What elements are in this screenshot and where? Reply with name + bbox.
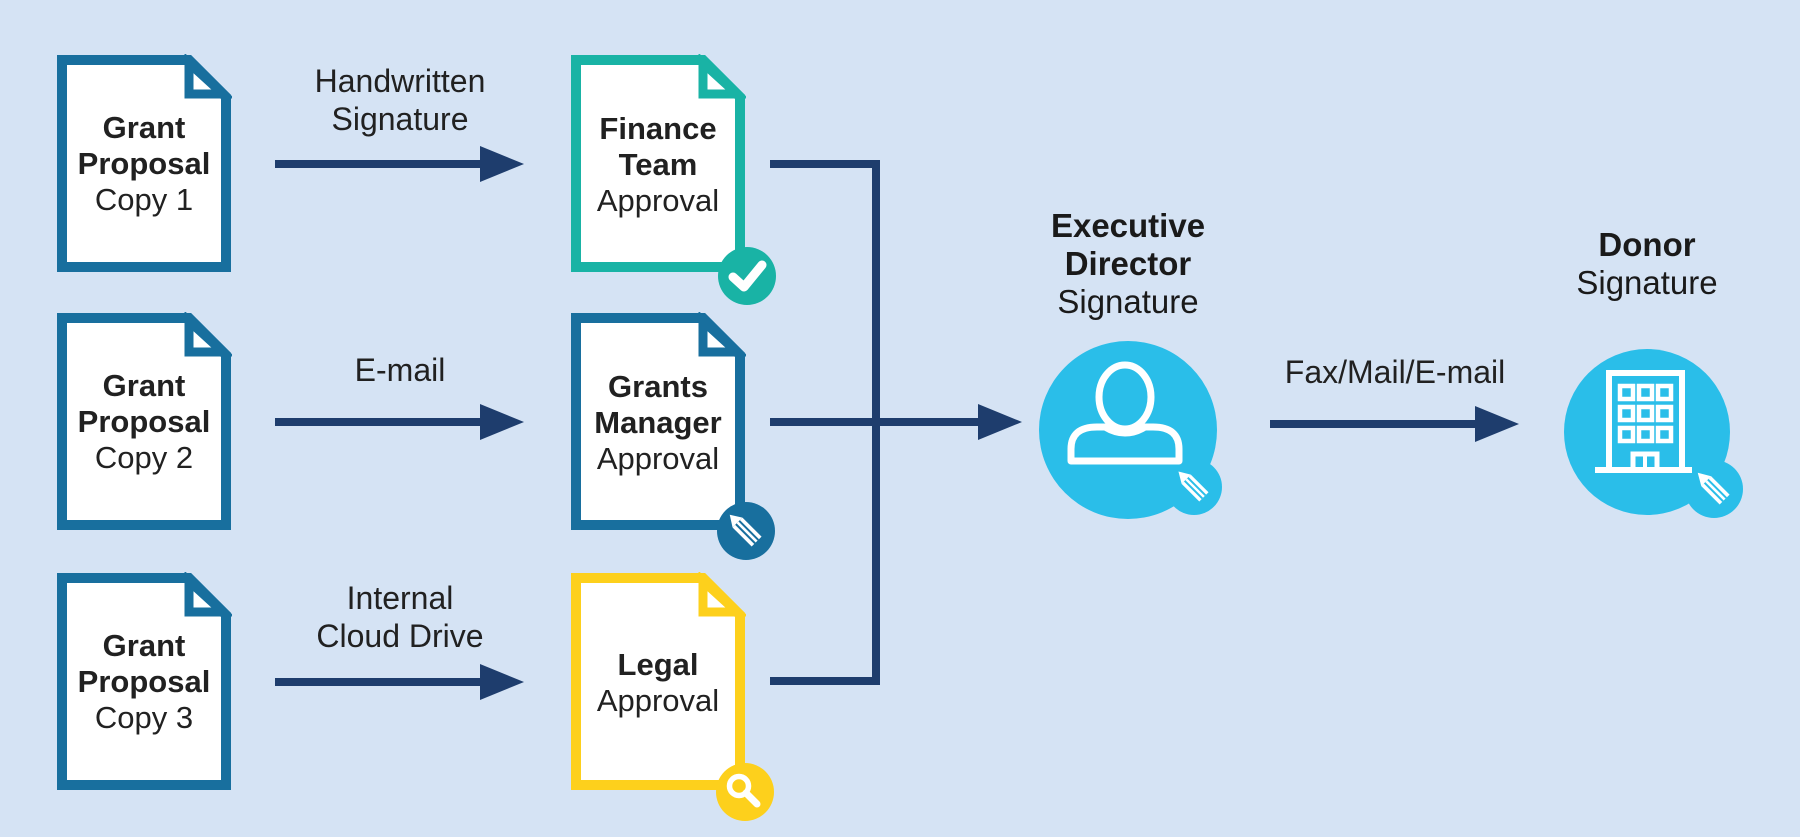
label-line: Cloud Drive	[316, 618, 484, 654]
doc-title-line: Grants	[608, 369, 708, 404]
grant-proposal-copy-2-doc: Grant Proposal Copy 2	[56, 312, 232, 531]
donor-label: Donor Signature	[1497, 226, 1797, 302]
finance-team-approval-doc: Finance Team Approval	[570, 54, 746, 273]
doc-title-line: Grant	[102, 368, 186, 403]
doc-title-line: Grant	[102, 110, 186, 145]
grant-proposal-copy-3-doc: Grant Proposal Copy 3	[56, 572, 232, 791]
document-icon	[571, 312, 746, 530]
document-icon	[57, 312, 232, 530]
document-icon	[571, 572, 746, 790]
review-badge	[716, 763, 774, 821]
transfer-label-fax-mail-email: Fax/Mail/E-mail	[1195, 353, 1595, 391]
doc-subtitle-line: Approval	[596, 683, 720, 718]
approved-badge	[718, 247, 776, 305]
doc-label: Legal Approval	[570, 647, 746, 719]
label-line: Internal	[346, 580, 454, 616]
doc-label: Grant Proposal Copy 1	[56, 110, 232, 218]
doc-title-line: Team	[618, 147, 698, 182]
doc-label: Grant Proposal Copy 2	[56, 368, 232, 476]
transfer-label-email: E-mail	[240, 351, 560, 389]
label-line: Signature	[1057, 283, 1199, 320]
doc-title-line: Finance	[599, 111, 717, 146]
arrowhead-icon	[480, 146, 524, 182]
building-icon	[1564, 349, 1743, 518]
label-line: E-mail	[354, 352, 446, 388]
label-line: Fax/Mail/E-mail	[1284, 354, 1506, 390]
doc-subtitle-line: Copy 3	[94, 700, 194, 735]
legal-approval-doc: Legal Approval	[570, 572, 746, 791]
label-line: Signature	[1576, 264, 1718, 301]
arrowhead-icon	[1475, 406, 1519, 442]
executive-director-label: Executive Director Signature	[978, 207, 1278, 321]
label-line: Handwritten	[314, 63, 486, 99]
doc-title-line: Proposal	[77, 404, 211, 439]
document-icon	[571, 54, 746, 272]
donor-avatar	[1564, 349, 1744, 519]
executive-director-avatar	[1039, 341, 1223, 520]
arrowhead-icon	[978, 404, 1022, 440]
pencil-icon	[1178, 471, 1209, 502]
transfer-label-internal-cloud-drive: Internal Cloud Drive	[240, 579, 560, 655]
doc-label: Finance Team Approval	[570, 111, 746, 219]
check-icon	[718, 247, 776, 305]
label-line: Executive	[1050, 207, 1206, 244]
doc-subtitle-line: Copy 2	[94, 440, 194, 475]
label-line: Donor	[1598, 226, 1696, 263]
magnifier-icon	[716, 763, 774, 821]
signed-badge	[717, 502, 775, 560]
doc-label: Grants Manager Approval	[570, 369, 746, 477]
document-icon	[57, 572, 232, 790]
transfer-label-handwritten-signature: Handwritten Signature	[240, 62, 560, 138]
doc-subtitle-line: Approval	[596, 183, 720, 218]
doc-title-line: Proposal	[77, 146, 211, 181]
pencil-icon	[1697, 472, 1730, 505]
label-line: Signature	[331, 101, 469, 137]
document-icon	[57, 54, 232, 272]
doc-label: Grant Proposal Copy 3	[56, 628, 232, 736]
grants-manager-approval-doc: Grants Manager Approval	[570, 312, 746, 531]
label-line: Director	[1064, 245, 1192, 282]
doc-subtitle-line: Approval	[596, 441, 720, 476]
doc-subtitle-line: Copy 1	[94, 182, 194, 217]
pencil-icon	[717, 502, 775, 560]
person-icon	[1039, 341, 1222, 519]
doc-title-line: Grant	[102, 628, 186, 663]
doc-title-line: Proposal	[77, 664, 211, 699]
doc-title-line: Legal	[617, 647, 699, 682]
arrowhead-icon	[480, 664, 524, 700]
doc-title-line: Manager	[594, 405, 722, 440]
arrowhead-icon	[480, 404, 524, 440]
grant-proposal-copy-1-doc: Grant Proposal Copy 1	[56, 54, 232, 273]
